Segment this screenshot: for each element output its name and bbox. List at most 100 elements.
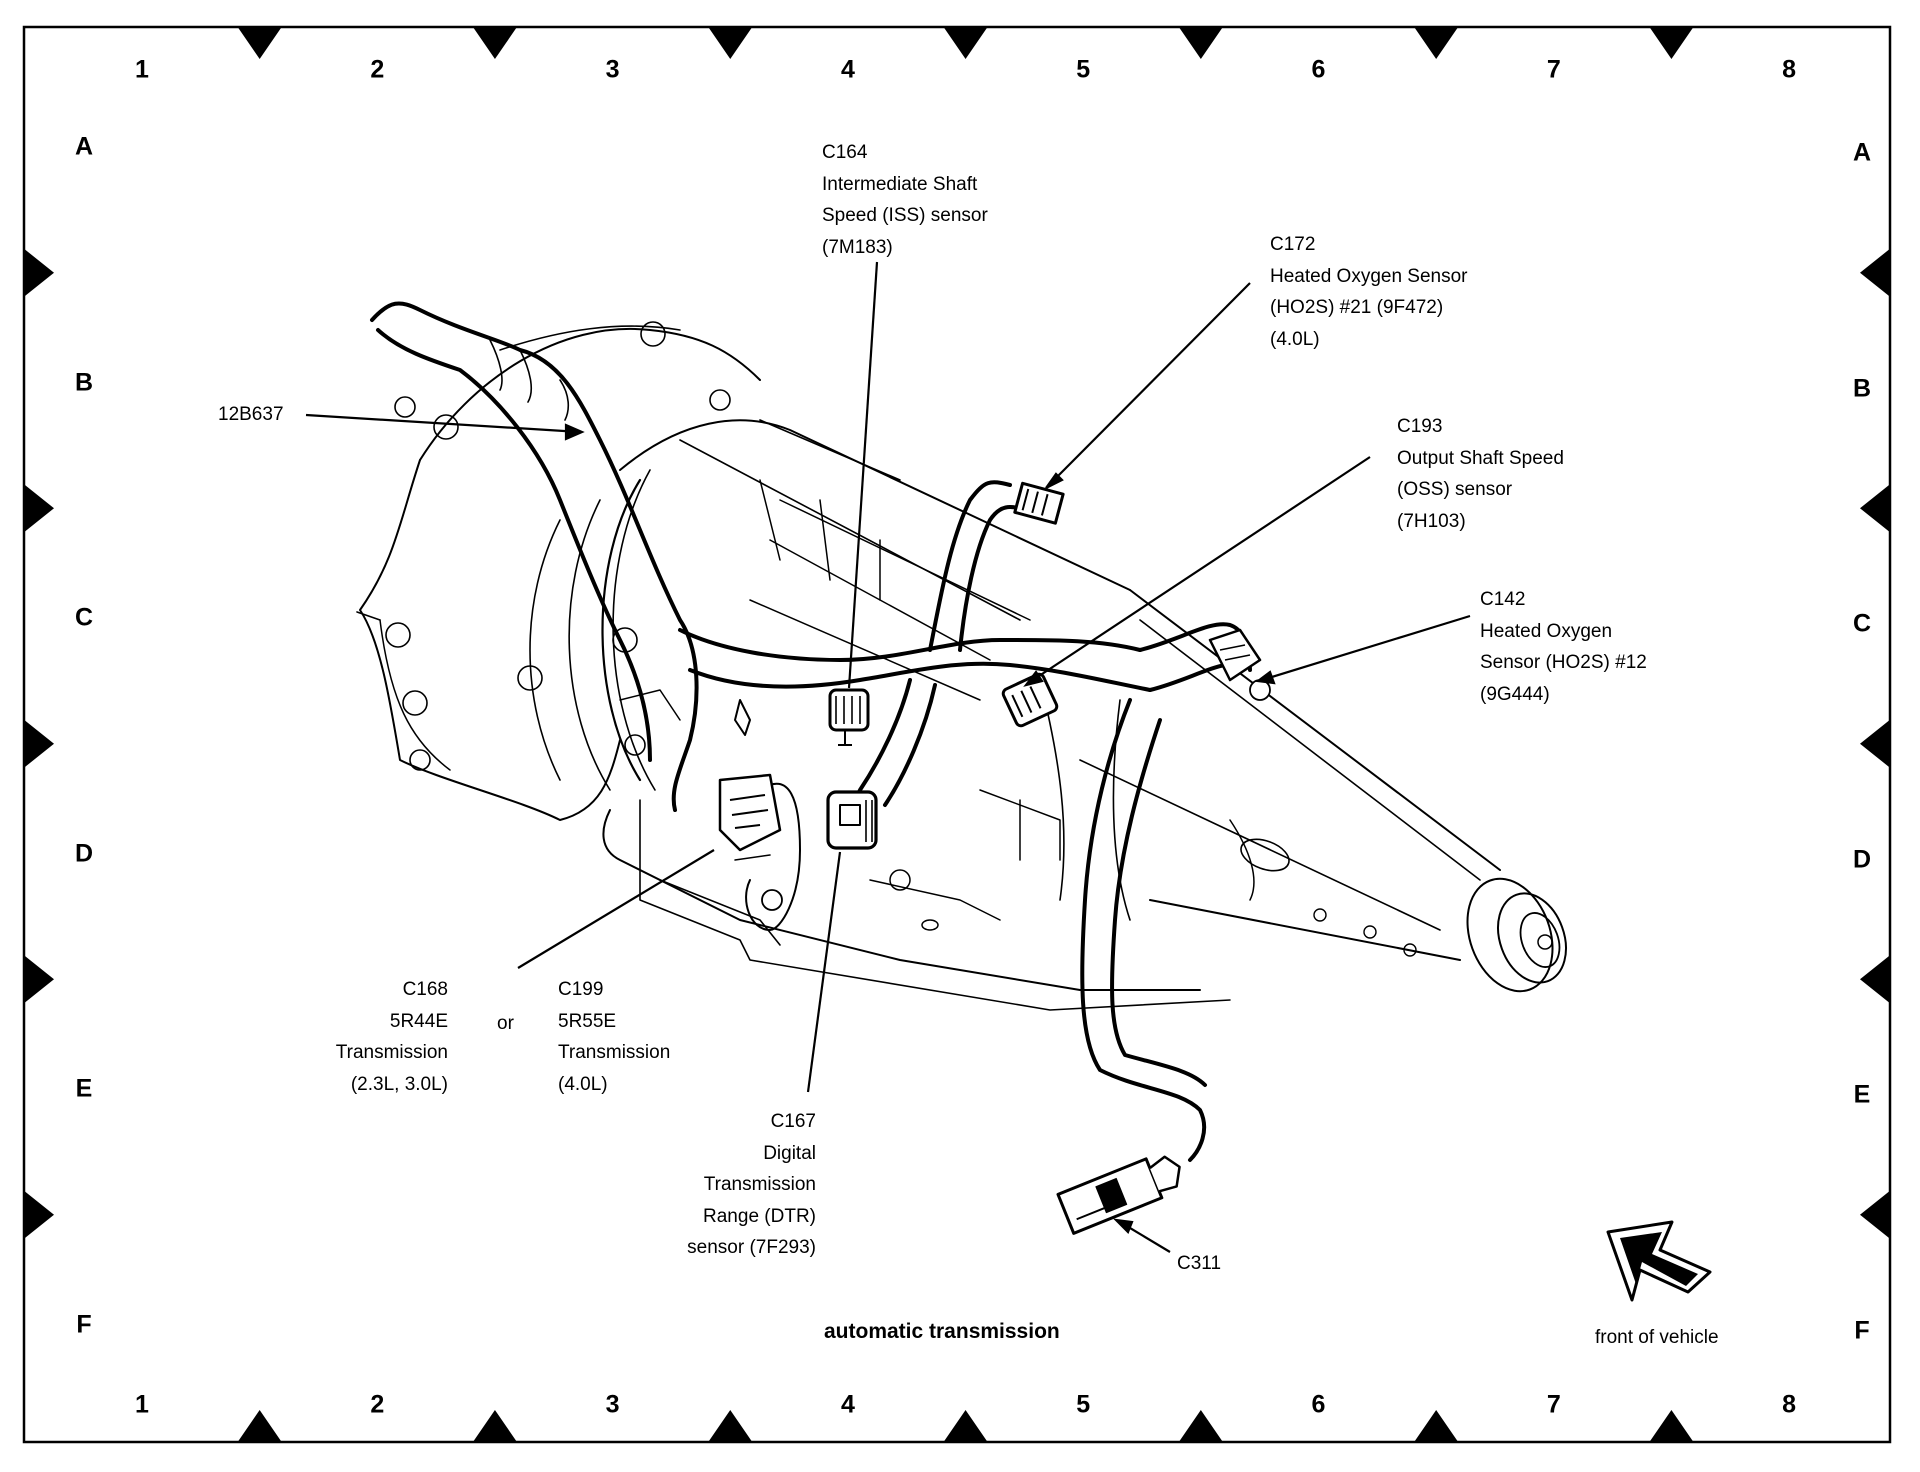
grid-column-top-6: 6 <box>1311 55 1326 84</box>
callout-line: Heated Oxygen Sensor <box>1270 265 1468 287</box>
callout-line: Digital <box>763 1142 816 1164</box>
connector-c193 <box>1001 672 1059 728</box>
callout-c199: C199 5R55E Transmission (4.0L) <box>558 974 670 1100</box>
grid-column-top-1: 1 <box>135 55 149 84</box>
connector-c167 <box>826 790 878 850</box>
grid-marker-bottom <box>708 1410 753 1442</box>
transmission-illustration <box>356 321 1567 1011</box>
grid-column-bottom-4: 4 <box>840 1390 855 1419</box>
grid-column-top-4: 4 <box>840 55 855 84</box>
grid-row-right-D: D <box>1852 845 1872 873</box>
callout-line: 12B637 <box>218 404 284 425</box>
callout-line: Transmission <box>558 1042 671 1063</box>
grid-marker-bottom <box>1414 1410 1459 1442</box>
callout-c164: C164 Intermediate Shaft Speed (ISS) sens… <box>822 137 988 263</box>
grid-row-right-F: F <box>1854 1316 1870 1344</box>
callout-line: (HO2S) #21 (9F472) <box>1270 297 1444 318</box>
grid-row-left-A: A <box>74 132 94 161</box>
callout-line: Speed (ISS) sensor <box>822 205 988 226</box>
grid-marker-left <box>24 248 54 297</box>
callout-c193: C193 Output Shaft Speed (OSS) sensor (7H… <box>1397 411 1564 537</box>
connector-c168-c199 <box>718 773 782 852</box>
grid-column-top-7: 7 <box>1546 55 1561 84</box>
connector-id: C199 <box>558 979 604 1000</box>
grid-column-bottom-2: 2 <box>370 1390 385 1419</box>
callout-line: Intermediate Shaft <box>822 173 978 195</box>
connector-c311 <box>1056 1155 1181 1235</box>
connector-c142 <box>1208 628 1271 701</box>
grid-marker-right <box>1860 484 1890 533</box>
callout-line: (2.3L, 3.0L) <box>350 1073 448 1095</box>
grid-marker-left <box>24 955 54 1004</box>
grid-marker-left <box>24 484 54 533</box>
grid-column-bottom-8: 8 <box>1782 1390 1797 1419</box>
front-of-vehicle-label: front of vehicle <box>1595 1327 1719 1348</box>
callout-line: 5R44E <box>389 1010 448 1032</box>
callout-line: Range (DTR) <box>703 1205 816 1227</box>
grid-marker-right <box>1860 1190 1890 1239</box>
grid-column-top-8: 8 <box>1782 55 1797 84</box>
grid-column-bottom-5: 5 <box>1076 1390 1091 1419</box>
callout-line: (4.0L) <box>558 1073 608 1095</box>
grid-row-left-C: C <box>74 603 94 632</box>
connector-c164 <box>828 688 870 746</box>
grid-column-bottom-3: 3 <box>605 1390 620 1419</box>
grid-marker-top <box>1649 27 1694 59</box>
connectors <box>718 481 1271 1235</box>
grid-column-top-3: 3 <box>605 55 620 84</box>
part-number: (7M183) <box>822 236 893 258</box>
grid-marker-left <box>24 1190 54 1239</box>
connector-id: C311 <box>1177 1253 1222 1274</box>
grid-row-right-E: E <box>1853 1080 1871 1109</box>
callout-c168: C168 5R44E Transmission (2.3L, 3.0L) <box>300 974 448 1100</box>
bell-housing <box>359 459 621 821</box>
grid-marker-top <box>1178 27 1223 59</box>
grid-marker-top <box>237 27 282 59</box>
callout-line: Transmission <box>703 1174 816 1195</box>
part-number: (9G444) <box>1480 683 1550 705</box>
connector-id: C172 <box>1270 234 1316 255</box>
front-of-vehicle-arrow-icon <box>1606 1220 1712 1302</box>
callout-harness-12b637: 12B637 <box>218 399 284 431</box>
callout-line: 5R55E <box>558 1010 617 1032</box>
callout-or: or <box>497 1013 514 1034</box>
part-number: (7H103) <box>1397 510 1466 532</box>
grid-marker-bottom <box>943 1410 988 1442</box>
grid-marker-bottom <box>1178 1410 1223 1442</box>
callout-c172: C172 Heated Oxygen Sensor (HO2S) #21 (9F… <box>1270 229 1468 355</box>
grid-row-left-E: E <box>75 1074 93 1103</box>
grid-marker-right <box>1860 248 1890 297</box>
callout-line: Heated Oxygen <box>1480 620 1613 642</box>
grid-column-top-5: 5 <box>1076 55 1091 84</box>
callout-c311: C311 <box>1177 1248 1221 1280</box>
callout-c167: C167 Digital Transmission Range (DTR) se… <box>650 1106 816 1264</box>
grid-row-right-B: B <box>1852 374 1872 402</box>
connector-id: C193 <box>1397 416 1443 437</box>
grid-marker-bottom <box>237 1410 282 1442</box>
grid-marker-right <box>1860 955 1890 1004</box>
grid-row-right-A: A <box>1852 138 1872 167</box>
grid-marker-left <box>24 719 54 768</box>
grid-markers <box>24 27 1890 1442</box>
connector-id: C164 <box>822 142 868 163</box>
connector-id: C167 <box>770 1111 816 1132</box>
leader-lines <box>305 261 1471 1253</box>
callout-line: (OSS) sensor <box>1397 479 1513 500</box>
grid-marker-bottom <box>472 1410 517 1442</box>
callout-line: Transmission <box>335 1042 448 1063</box>
grid-marker-right <box>1860 719 1890 768</box>
grid-column-bottom-6: 6 <box>1311 1390 1326 1419</box>
callout-c142: C142 Heated Oxygen Sensor (HO2S) #12 (9G… <box>1480 584 1647 710</box>
connector-c172 <box>1013 481 1065 525</box>
callout-line: Sensor (HO2S) #12 <box>1480 652 1647 673</box>
grid-marker-bottom <box>1649 1410 1694 1442</box>
part-number: sensor (7F293) <box>687 1237 816 1258</box>
grid-row-left-D: D <box>74 839 94 867</box>
grid-column-bottom-7: 7 <box>1546 1390 1561 1419</box>
grid-marker-top <box>472 27 517 59</box>
grid-marker-top <box>943 27 988 59</box>
grid-marker-top <box>708 27 753 59</box>
diagram-title: automatic transmission <box>824 1320 1060 1343</box>
grid-column-bottom-1: 1 <box>135 1390 149 1419</box>
